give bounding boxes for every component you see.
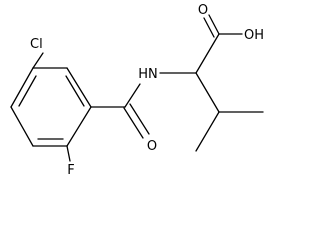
- ring-double-c2-c1: [65, 75, 85, 107]
- carbonyl-oxygen-label: O: [147, 139, 157, 154]
- bond-alpha-beta: [195, 72, 220, 113]
- ring-bond-c3-c4: [10, 67, 34, 108]
- hydroxyl-label: OH: [244, 28, 264, 43]
- amide-nitrogen-label: HN: [138, 67, 158, 82]
- bond-beta-methyl-1: [195, 111, 220, 152]
- fluorine-label: F: [67, 163, 74, 178]
- chlorine-label: Cl: [30, 37, 43, 52]
- bond-alpha-carboxyl: [195, 33, 220, 74]
- bond-carbonyl-o-1: [123, 107, 144, 139]
- bond-ring-f: [66, 145, 71, 162]
- acid-oxygen-label: O: [198, 3, 208, 18]
- ring-bond-c4-c5: [10, 106, 34, 147]
- chemical-structure: Cl F HN O O OH: [10, 3, 264, 178]
- bond-carbonyl-o-2: [129, 103, 150, 135]
- ring-bond-c6-c1: [66, 106, 92, 147]
- ring-double-c3-c4: [18, 75, 37, 107]
- bond-carboxyl-o-2: [203, 17, 215, 38]
- atom-labels: Cl F HN O O OH: [30, 3, 264, 178]
- bond-carbonyl-n: [124, 83, 141, 108]
- bond-carboxyl-o-1: [208, 14, 220, 35]
- bond-ring-cl: [32, 52, 44, 69]
- ring-bond-c1-c2: [66, 67, 92, 108]
- bonds: [10, 14, 264, 162]
